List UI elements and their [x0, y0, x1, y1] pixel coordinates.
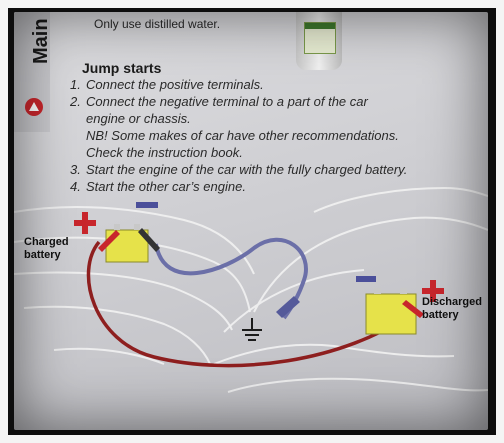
step-2-note-continued: Check the instruction book.	[86, 145, 243, 160]
bottle-label-icon	[304, 22, 336, 54]
positive-sign-charged	[74, 212, 96, 234]
distilled-water-bottle	[296, 12, 342, 70]
negative-sign-charged	[136, 202, 158, 208]
red-jumper-cable	[86, 240, 416, 368]
black-clamp-charged	[138, 228, 160, 252]
warning-icon	[25, 98, 43, 116]
section-heading: Jump starts	[82, 60, 162, 76]
step-1: 1.Connect the positive terminals.	[70, 77, 264, 92]
red-clamp-charged	[98, 230, 120, 252]
blue-jumper-cable	[154, 237, 308, 320]
jump-start-diagram	[14, 186, 488, 393]
step-2-continued: engine or chassis.	[86, 111, 191, 126]
right-car-outline	[213, 186, 488, 393]
charged-battery-label: Charged battery	[24, 236, 69, 261]
distilled-water-note: Only use distilled water.	[94, 17, 221, 31]
step-3: 3.Start the engine of the car with the f…	[70, 162, 408, 177]
discharged-battery-label: Discharged battery	[422, 296, 482, 321]
chassis-clamp	[276, 296, 300, 318]
step-2: 2.Connect the negative terminal to a par…	[70, 94, 368, 109]
ground-icon	[242, 318, 262, 341]
step-2-note: NB! Some makes of car have other recomme…	[86, 128, 399, 143]
step-4: 4.Start the other car’s engine.	[70, 179, 246, 194]
photo-frame: Main Only use distilled water. Jump star…	[8, 8, 496, 435]
manual-page: Main Only use distilled water. Jump star…	[14, 12, 488, 430]
left-car-outline	[14, 205, 255, 365]
positive-sign-discharged	[422, 280, 444, 302]
instruction-list: 1.Connect the positive terminals. 2.Conn…	[70, 76, 407, 195]
discharged-battery-icon	[365, 288, 417, 335]
negative-sign-discharged	[356, 276, 376, 282]
red-clamp-discharged	[402, 300, 424, 318]
